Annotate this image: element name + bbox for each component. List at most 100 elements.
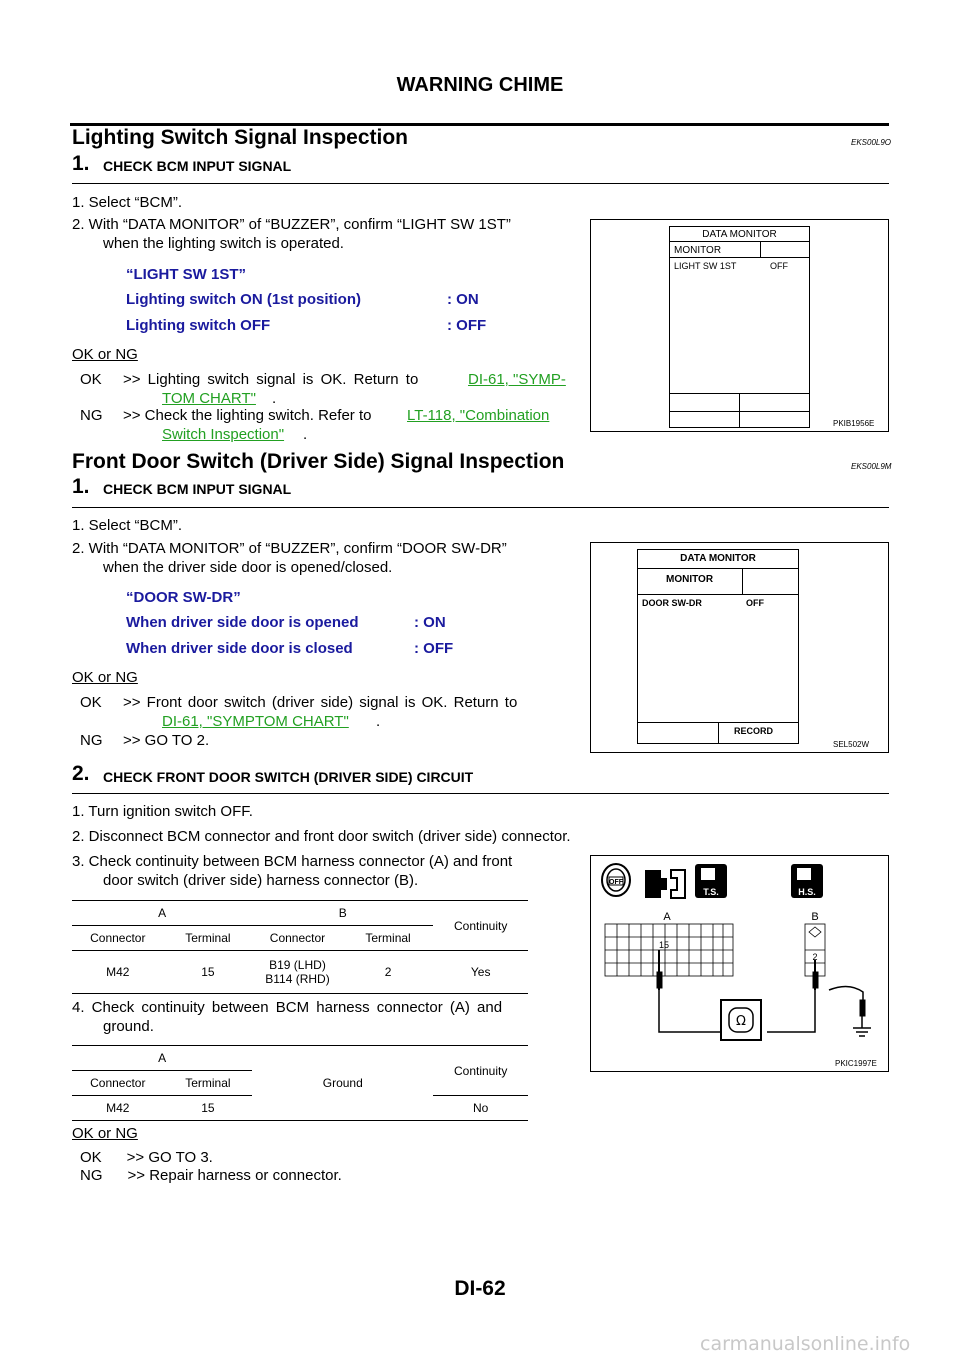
connector-disconnect-icon [645, 869, 686, 899]
divider [638, 568, 798, 569]
section-title-lighting: Lighting Switch Signal Inspection [72, 126, 408, 149]
ng-tail: . [303, 426, 308, 443]
combination-switch-link[interactable]: LT-118, "Combination [407, 407, 550, 424]
symptom-chart-link[interactable]: TOM CHART" [162, 390, 256, 407]
page-header-title: WARNING CHIME [396, 74, 564, 96]
table-header: Continuity [433, 1045, 528, 1096]
table-cell: No [473, 1101, 489, 1115]
ground-icon [828, 985, 871, 1037]
table-cell: 15 [201, 965, 215, 979]
step-item: when the driver side door is opened/clos… [103, 559, 393, 576]
table-cell: 15 [201, 1101, 215, 1115]
ts-label: T.S. [703, 887, 719, 897]
page-number: DI-62 [454, 1277, 506, 1300]
table-cell: 2 [384, 965, 392, 979]
step-item: door switch (driver side) harness connec… [103, 872, 419, 889]
table-cell: B19 (LHD)B114 (RHD) [252, 951, 343, 994]
monitor-row-label: LIGHT SW 1ST [674, 261, 737, 271]
ok-tail: . [376, 713, 381, 730]
ok-tail: . [272, 390, 277, 407]
header-rule [70, 123, 889, 126]
monitor-value: : ON [414, 614, 446, 631]
circuit-diagram: OFF T.S. H.S. A B [601, 863, 871, 1041]
table-header: Continuity [433, 900, 528, 951]
divider [739, 393, 740, 427]
monitor-value: : ON [447, 291, 479, 308]
figure-code: SEL502W [833, 740, 870, 749]
monitor-row-label: DOOR SW-DR [642, 598, 702, 608]
monitor-condition: When driver side door is opened [126, 614, 359, 631]
divider [670, 241, 809, 242]
table-header: A [72, 1045, 253, 1071]
combination-switch-link[interactable]: Switch Inspection" [162, 426, 285, 443]
divider [638, 594, 798, 595]
step-rule [72, 183, 889, 184]
table-cell-line: B114 (RHD) [265, 972, 330, 986]
monitor-condition: Lighting switch OFF [126, 317, 271, 334]
table-cell-line: B19 (LHD) [269, 958, 326, 972]
data-monitor-figure: DATA MONITOR MONITOR LIGHT SW 1ST OFF PK… [590, 219, 889, 432]
symptom-chart-link[interactable]: DI-61, "SYMPTOM CHART" [162, 713, 349, 730]
step-item: 3. Check continuity between BCM harness … [72, 853, 513, 870]
ok-text: >> Front door switch (driver side) signa… [123, 694, 518, 711]
table-header: B [252, 900, 434, 926]
step-number: 2. [72, 762, 90, 785]
step-item: 4. Check continuity between BCM harness … [72, 999, 503, 1016]
record-button: RECORD [734, 726, 774, 736]
step-number: 1. [72, 152, 90, 175]
step-item: 1. Select “BCM”. [72, 194, 183, 211]
monitor-row-value: OFF [770, 261, 788, 271]
step-title: CHECK FRONT DOOR SWITCH (DRIVER SIDE) CI… [103, 769, 474, 785]
table-header: Terminal [163, 1070, 253, 1096]
divider [742, 568, 743, 594]
monitor-condition: When driver side door is closed [126, 640, 353, 657]
figure-code: PKIB1956E [833, 419, 875, 428]
off-label: OFF [609, 879, 624, 886]
section-title-door-switch: Front Door Switch (Driver Side) Signal I… [72, 450, 565, 473]
probe-wires [656, 950, 819, 1033]
table-header: Terminal [163, 925, 253, 951]
table-header: Terminal [342, 925, 434, 951]
hs-label: H.S. [798, 887, 816, 897]
step-rule [72, 793, 889, 794]
table-header: Connector [252, 925, 343, 951]
table-cell: M42 [106, 1101, 130, 1115]
table-header: Connector [72, 925, 164, 951]
table-header: Connector [72, 1070, 164, 1096]
ignition-off-icon: OFF [601, 863, 631, 897]
monitor-item-title: “LIGHT SW 1ST” [126, 266, 246, 283]
step-title: CHECK BCM INPUT SIGNAL [103, 481, 292, 497]
connector-a-label: A [663, 911, 671, 923]
pin-a-label: 15 [659, 940, 669, 950]
monitor-condition: Lighting switch ON (1st position) [126, 291, 361, 308]
ohmmeter-icon: Ω [720, 999, 762, 1041]
ng-text: >> Check the lighting switch. Refer to [123, 407, 372, 424]
pin-b-label: 2 [812, 952, 817, 962]
continuity-table-ground: A Ground Continuity Connector Terminal M… [72, 1045, 528, 1121]
ok-ng-label: OK or NG [72, 1125, 138, 1142]
monitor-value: : OFF [447, 317, 487, 334]
table-header: A [72, 900, 253, 926]
step-item: 2. With “DATA MONITOR” of “BUZZER”, conf… [72, 540, 507, 557]
circuit-diagram-figure: OFF T.S. H.S. A B [590, 855, 889, 1072]
monitor-label: MONITOR [674, 245, 722, 256]
monitor-screen: DATA MONITOR MONITOR LIGHT SW 1ST OFF [669, 226, 810, 428]
step-item: 2. Disconnect BCM connector and front do… [72, 828, 571, 845]
data-monitor-figure: DATA MONITOR MONITOR DOOR SW-DR OFF RECO… [590, 542, 889, 753]
ng-text: >> GO TO 2. [123, 732, 210, 749]
monitor-value: : OFF [414, 640, 454, 657]
step-title: CHECK BCM INPUT SIGNAL [103, 158, 292, 174]
continuity-table-a-b: A B Continuity Connector Terminal Connec… [72, 900, 528, 994]
monitor-row-value: OFF [746, 598, 764, 608]
monitor-label: MONITOR [666, 574, 714, 585]
step-item: ground. [103, 1018, 154, 1035]
svg-text:Ω: Ω [736, 1014, 746, 1029]
ok-ng-label: OK or NG [72, 669, 138, 686]
symptom-chart-link[interactable]: DI-61, "SYMP- [468, 371, 566, 388]
ok-label: OK [80, 371, 102, 388]
monitor-title: DATA MONITOR [702, 229, 777, 240]
table-cell: Yes [470, 965, 491, 979]
tester-hs-icon: H.S. [791, 864, 823, 898]
divider [718, 722, 719, 743]
divider [760, 241, 761, 257]
